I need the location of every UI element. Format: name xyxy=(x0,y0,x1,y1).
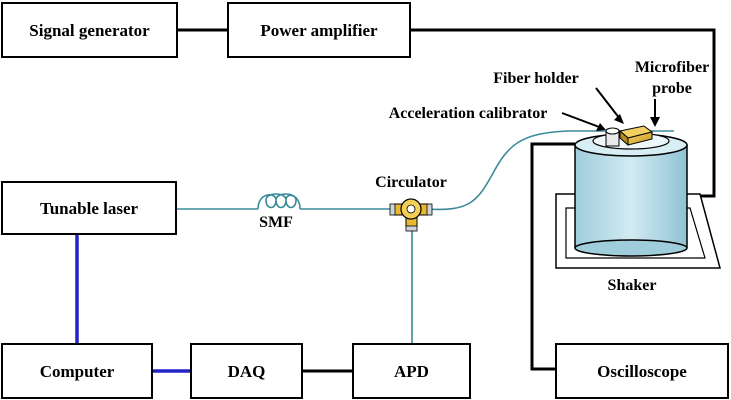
fiber-holder-device xyxy=(618,125,654,147)
acceleration-calibrator-label: Acceleration calibrator xyxy=(389,105,548,122)
signal-generator-label: Signal generator xyxy=(29,21,150,40)
oscilloscope-label: Oscilloscope xyxy=(597,362,687,381)
oscilloscope-box: Oscilloscope xyxy=(555,343,729,399)
shaker xyxy=(555,132,721,269)
smf-coil xyxy=(257,193,301,210)
shaker-bottom-rim xyxy=(574,239,688,257)
microfiber-label-line2: probe xyxy=(652,80,692,97)
wire-shaker-to-oscilloscope xyxy=(530,142,575,371)
pointer-arrows xyxy=(561,87,660,131)
signal-generator-box: Signal generator xyxy=(1,2,178,58)
shaker-body xyxy=(575,145,687,248)
tunable-laser-box: Tunable laser xyxy=(1,181,177,235)
tunable-laser-label: Tunable laser xyxy=(40,199,139,218)
circulator-device xyxy=(389,198,433,232)
fiber-circulator-to-probe xyxy=(427,130,674,211)
apd-label: APD xyxy=(394,362,429,381)
daq-label: DAQ xyxy=(228,362,266,381)
circulator-label: Circulator xyxy=(375,174,447,191)
optical-fibers xyxy=(176,130,674,344)
acceleration-calibrator-device xyxy=(605,127,620,147)
data-cables xyxy=(75,234,191,373)
smf-label: SMF xyxy=(259,214,293,231)
apd-box: APD xyxy=(352,343,471,399)
power-amplifier-box: Power amplifier xyxy=(227,2,411,58)
daq-box: DAQ xyxy=(190,343,303,399)
computer-box: Computer xyxy=(1,343,153,399)
fiber-holder-label: Fiber holder xyxy=(493,70,578,87)
microfiber-label-line1: Microfiber xyxy=(635,59,709,76)
computer-label: Computer xyxy=(40,362,115,381)
power-amplifier-label: Power amplifier xyxy=(260,21,378,40)
shaker-label: Shaker xyxy=(608,277,657,294)
